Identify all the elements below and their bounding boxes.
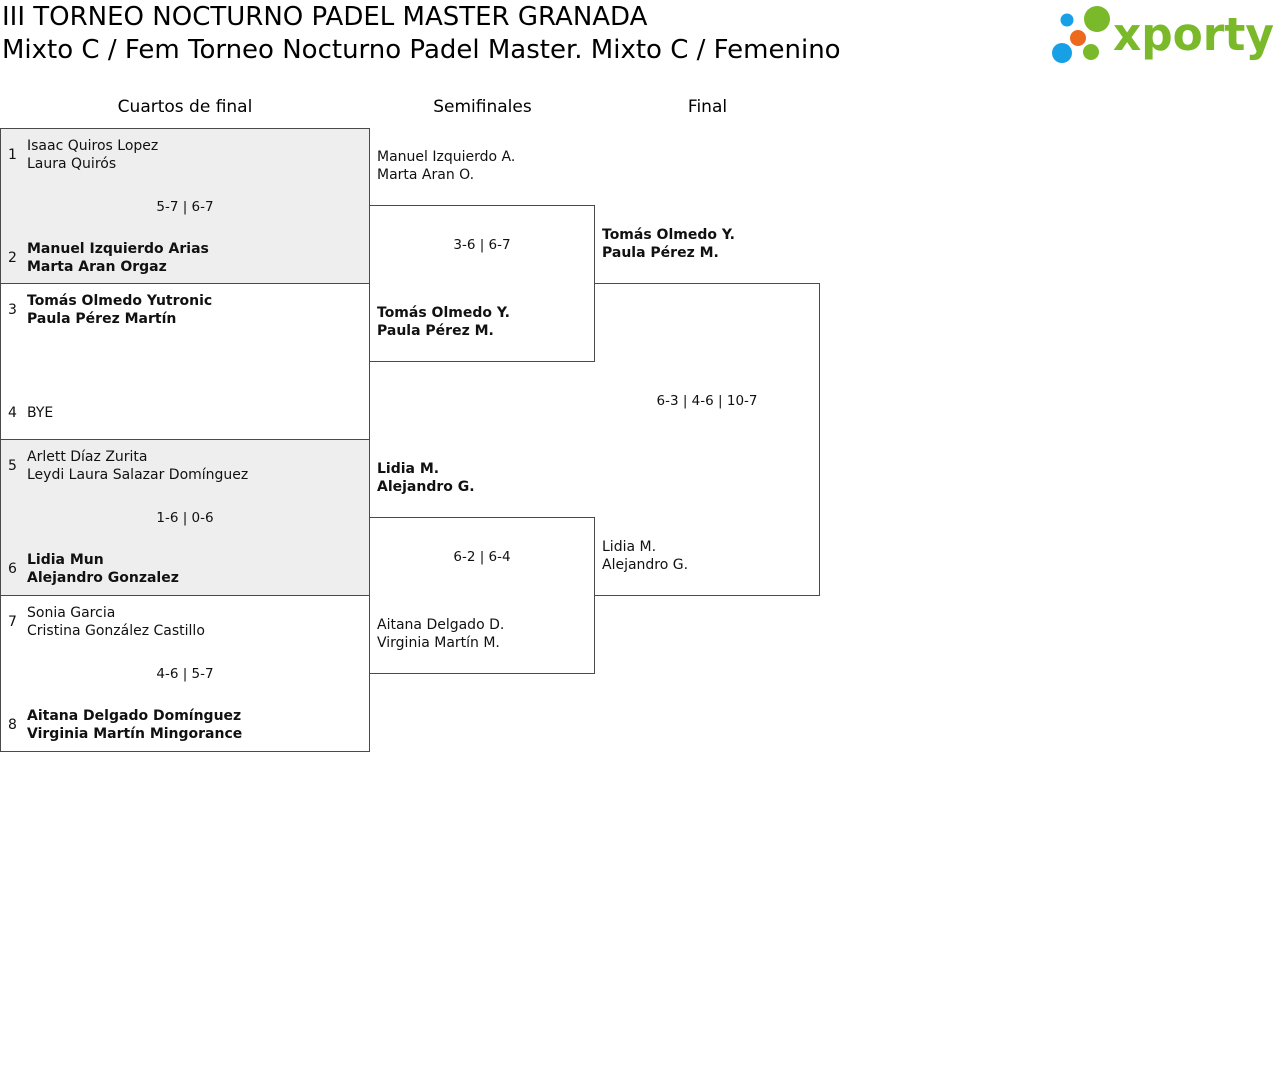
player-name: Paula Pérez Martín [27,311,177,327]
team-slot-top: 7 Sonia Garcia Cristina González Castill… [1,604,369,640]
team-slot-top: 5 Arlett Díaz Zurita Leydi Laura Salazar… [1,448,369,484]
team-slot-bottom: Tomás Olmedo Y. Paula Pérez M. [370,304,594,340]
semifinal-match-1: Manuel Izquierdo A. Marta Aran O. 3-6 | … [370,149,595,362]
player-name: Virginia Martín M. [377,635,500,651]
player-name: Cristina González Castillo [27,623,205,639]
player-name: Sonia Garcia [27,605,116,621]
player-name: Lidia M. [602,539,657,555]
xporty-logo[interactable]: xporty [1048,2,1278,68]
semifinal-match-2: Lidia M. Alejandro G. 6-2 | 6-4 Aitana D… [370,461,595,674]
logo-dot-icon [1070,30,1086,46]
team-players: Tomás Olmedo Y. Paula Pérez M. [377,304,510,340]
team-slot-top: 1 Isaac Quiros Lopez Laura Quirós [1,137,369,173]
quarterfinal-match-2: 3 Tomás Olmedo Yutronic Paula Pérez Mart… [0,283,370,439]
logo-wordmark: xporty [1113,8,1274,61]
team-players: Aitana Delgado D. Virginia Martín M. [377,616,504,652]
team-slot-bottom: 8 Aitana Delgado Domínguez Virginia Mart… [1,707,369,743]
team-slot-bottom: 4 BYE [1,395,369,431]
player-name: Paula Pérez M. [602,245,719,261]
team-players: Manuel Izquierdo Arias Marta Aran Orgaz [27,240,209,276]
team-slot-top: Lidia M. Alejandro G. [370,460,594,496]
seed-number: 4 [8,405,17,421]
player-name: Paula Pérez M. [377,323,494,339]
team-slot-bottom: Lidia M. Alejandro G. [595,538,819,574]
seed-number: 6 [8,561,17,577]
match-score: 1-6 | 0-6 [156,510,214,526]
final-match: Tomás Olmedo Y. Paula Pérez M. 6-3 | 4-6… [595,227,820,596]
player-name: Virginia Martín Mingorance [27,726,243,742]
team-players: Arlett Díaz Zurita Leydi Laura Salazar D… [27,448,248,484]
team-slot-bottom: Aitana Delgado D. Virginia Martín M. [370,616,594,652]
quarterfinal-match-4: 7 Sonia Garcia Cristina González Castill… [0,595,370,752]
player-name: Leydi Laura Salazar Domínguez [27,467,249,483]
match-score: 6-2 | 6-4 [453,549,511,565]
team-players: Tomás Olmedo Yutronic Paula Pérez Martín [27,292,212,328]
match-score: 4-6 | 5-7 [156,666,214,682]
logo-dot-icon [1052,43,1072,63]
player-name: Arlett Díaz Zurita [27,449,148,465]
team-slot-bottom: 2 Manuel Izquierdo Arias Marta Aran Orga… [1,240,369,276]
category-subtitle: Mixto C / Fem Torneo Nocturno Padel Mast… [2,35,841,65]
player-name: Marta Aran O. [377,167,475,183]
team-players: BYE [27,395,53,431]
player-name: Lidia M. [377,461,440,477]
match-score: 3-6 | 6-7 [453,237,511,253]
match-score: 6-3 | 4-6 | 10-7 [656,393,758,409]
player-name: Laura Quirós [27,156,117,172]
player-name: Aitana Delgado Domínguez [27,708,242,724]
team-slot-top: Tomás Olmedo Y. Paula Pérez M. [595,226,819,262]
team-players: Manuel Izquierdo A. Marta Aran O. [377,148,515,184]
logo-dot-icon [1060,13,1074,27]
seed-number: 3 [8,302,17,318]
team-players: Lidia M. Alejandro G. [602,538,688,574]
tournament-title: III TORNEO NOCTURNO PADEL MASTER GRANADA [2,2,648,32]
player-name: Manuel Izquierdo A. [377,149,516,165]
logo-dot-icon [1083,44,1099,60]
seed-number: 8 [8,717,17,733]
team-slot-top: Manuel Izquierdo A. Marta Aran O. [370,148,594,184]
team-players: Lidia M. Alejandro G. [377,460,475,496]
player-name: Tomás Olmedo Y. [377,305,510,321]
player-name: Alejandro Gonzalez [27,570,179,586]
team-players: Lidia Mun Alejandro Gonzalez [27,551,179,587]
team-players: Sonia Garcia Cristina González Castillo [27,604,205,640]
logo-dot-icon [1084,6,1110,32]
bye-label: BYE [27,405,54,421]
team-players: Aitana Delgado Domínguez Virginia Martín… [27,707,242,743]
round-header-final: Final [687,97,728,117]
team-slot-bottom: 6 Lidia Mun Alejandro Gonzalez [1,551,369,587]
player-name: Alejandro G. [377,479,475,495]
player-name: Manuel Izquierdo Arias [27,241,209,257]
round-header-semifinals: Semifinales [433,97,532,117]
player-name: Tomás Olmedo Yutronic [27,293,213,309]
player-name: Tomás Olmedo Y. [602,227,735,243]
team-players: Tomás Olmedo Y. Paula Pérez M. [602,226,735,262]
player-name: Isaac Quiros Lopez [27,138,159,154]
seed-number: 2 [8,250,17,266]
player-name: Alejandro G. [602,557,689,573]
team-slot-top: 3 Tomás Olmedo Yutronic Paula Pérez Mart… [1,292,369,328]
quarterfinal-match-3: 5 Arlett Díaz Zurita Leydi Laura Salazar… [0,439,370,595]
player-name: Aitana Delgado D. [377,617,505,633]
seed-number: 5 [8,458,17,474]
player-name: Lidia Mun [27,552,104,568]
seed-number: 7 [8,614,17,630]
seed-number: 1 [8,147,17,163]
quarterfinal-match-1: 1 Isaac Quiros Lopez Laura Quirós 5-7 | … [0,128,370,283]
match-score: 5-7 | 6-7 [156,199,214,215]
round-header-quarterfinals: Cuartos de final [117,97,253,117]
team-players: Isaac Quiros Lopez Laura Quirós [27,137,158,173]
player-name: Marta Aran Orgaz [27,259,167,275]
